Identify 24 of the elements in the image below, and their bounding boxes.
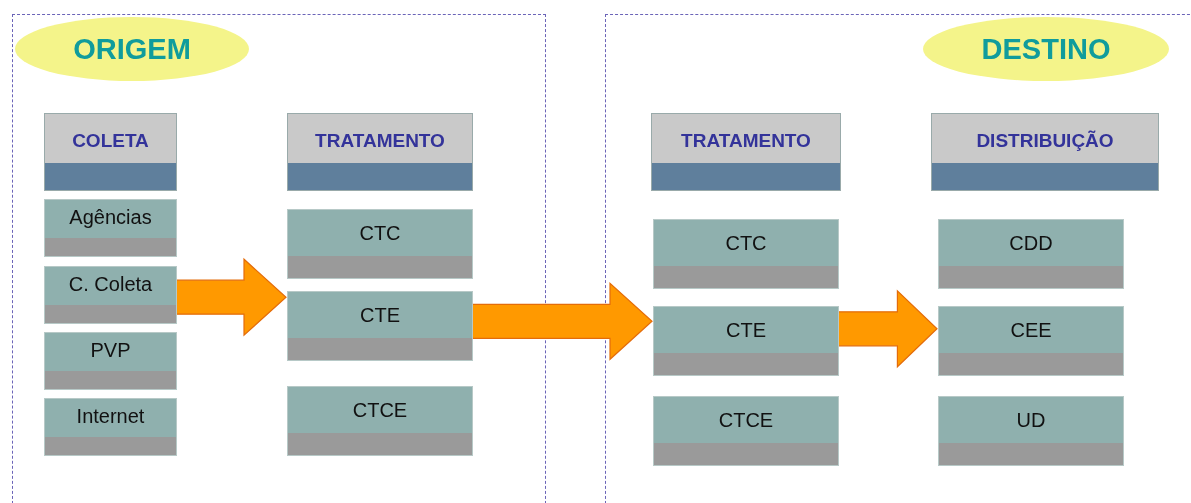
column-header: TRATAMENTO — [287, 113, 473, 191]
process-box: CDD — [938, 219, 1124, 289]
column-header: COLETA — [44, 113, 177, 191]
process-box: CTC — [287, 209, 473, 279]
column-header: DISTRIBUIÇÃO — [931, 113, 1159, 191]
process-box: PVP — [44, 332, 177, 390]
process-box: CTE — [653, 306, 839, 376]
process-box: CEE — [938, 306, 1124, 376]
block-arrow — [175, 257, 287, 337]
title-ellipse: ORIGEM — [15, 17, 249, 81]
process-box: C. Coleta — [44, 266, 177, 324]
process-box: CTCE — [653, 396, 839, 466]
process-box: UD — [938, 396, 1124, 466]
dashed-panel — [12, 14, 546, 503]
process-box: CTCE — [287, 386, 473, 456]
column-header: TRATAMENTO — [651, 113, 841, 191]
process-box: Agências — [44, 199, 177, 257]
block-arrow — [471, 281, 653, 361]
process-box: CTE — [287, 291, 473, 361]
title-ellipse: DESTINO — [923, 17, 1169, 81]
block-arrow — [837, 289, 938, 369]
dashed-panel — [605, 14, 1191, 503]
process-box: CTC — [653, 219, 839, 289]
process-box: Internet — [44, 398, 177, 456]
